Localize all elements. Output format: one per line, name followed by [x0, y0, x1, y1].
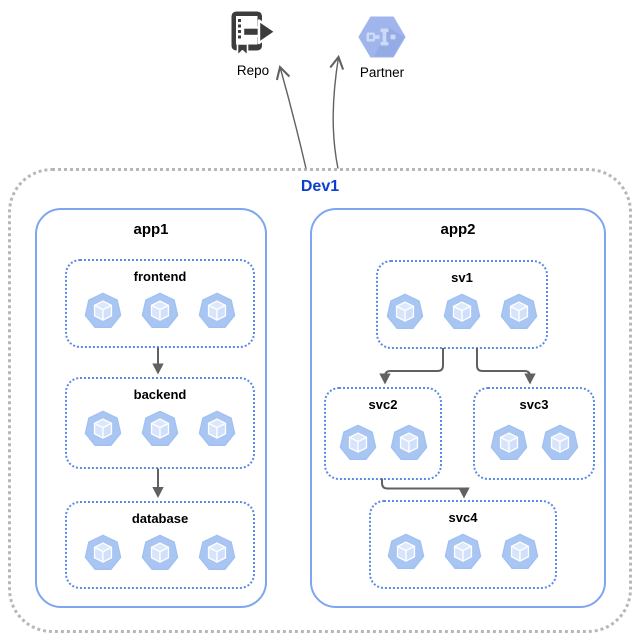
svc4-label: svc4 [448, 510, 478, 525]
service-box-database: database [65, 501, 255, 589]
pod-icon [198, 292, 236, 330]
svc3-label: svc3 [519, 397, 549, 412]
pod-icon [386, 293, 424, 331]
sv1-label: sv1 [451, 270, 473, 285]
pod-icon [500, 293, 538, 331]
pod-icon [444, 533, 482, 571]
pod-icon [387, 533, 425, 571]
pod-icon [490, 424, 528, 462]
node-repo: Repo [222, 10, 284, 78]
pod-group-svc4 [371, 533, 555, 571]
service-box-sv1: sv1 [376, 260, 548, 349]
pod-icon [84, 292, 122, 330]
pod-icon [141, 292, 179, 330]
backend-label: backend [133, 387, 187, 402]
pod-icon [141, 410, 179, 448]
edge-dev1-to-partner [329, 54, 345, 169]
pod-icon [390, 424, 428, 462]
service-box-svc3: svc3 [473, 387, 595, 480]
pod-icon [541, 424, 579, 462]
pod-icon [84, 410, 122, 448]
service-box-svc4: svc4 [369, 500, 557, 589]
partner-hexagon-icon [358, 16, 406, 58]
dev-boundary: Dev1 [8, 168, 632, 633]
pod-group-frontend [67, 292, 253, 330]
app1-label: app1 [133, 221, 169, 238]
service-box-backend: backend [65, 377, 255, 469]
pod-icon [501, 533, 539, 571]
pod-icon [198, 410, 236, 448]
app-box-app2: app2 sv1 svc2 svc3 svc4 [310, 208, 606, 608]
pod-group-svc3 [475, 424, 593, 462]
pod-icon [339, 424, 377, 462]
pod-icon [198, 534, 236, 572]
pod-group-database [67, 534, 253, 572]
service-box-svc2: svc2 [324, 387, 442, 480]
pod-icon [443, 293, 481, 331]
partner-label: Partner [359, 65, 405, 80]
pod-icon [141, 534, 179, 572]
app2-label: app2 [440, 221, 476, 238]
pod-group-backend [67, 410, 253, 448]
database-label: database [131, 511, 189, 526]
service-box-frontend: frontend [65, 259, 255, 348]
pod-group-svc2 [326, 424, 440, 462]
edge-dev1-to-repo [275, 64, 307, 169]
node-partner: Partner [350, 16, 414, 80]
pod-group-sv1 [378, 293, 546, 331]
frontend-label: frontend [133, 269, 187, 284]
pod-icon [84, 534, 122, 572]
svc2-label: svc2 [368, 397, 398, 412]
dev-boundary-label: Dev1 [300, 178, 340, 195]
app-box-app1: app1 frontend backend database [35, 208, 267, 608]
source-repository-icon [231, 11, 277, 57]
repo-label: Repo [236, 63, 270, 78]
